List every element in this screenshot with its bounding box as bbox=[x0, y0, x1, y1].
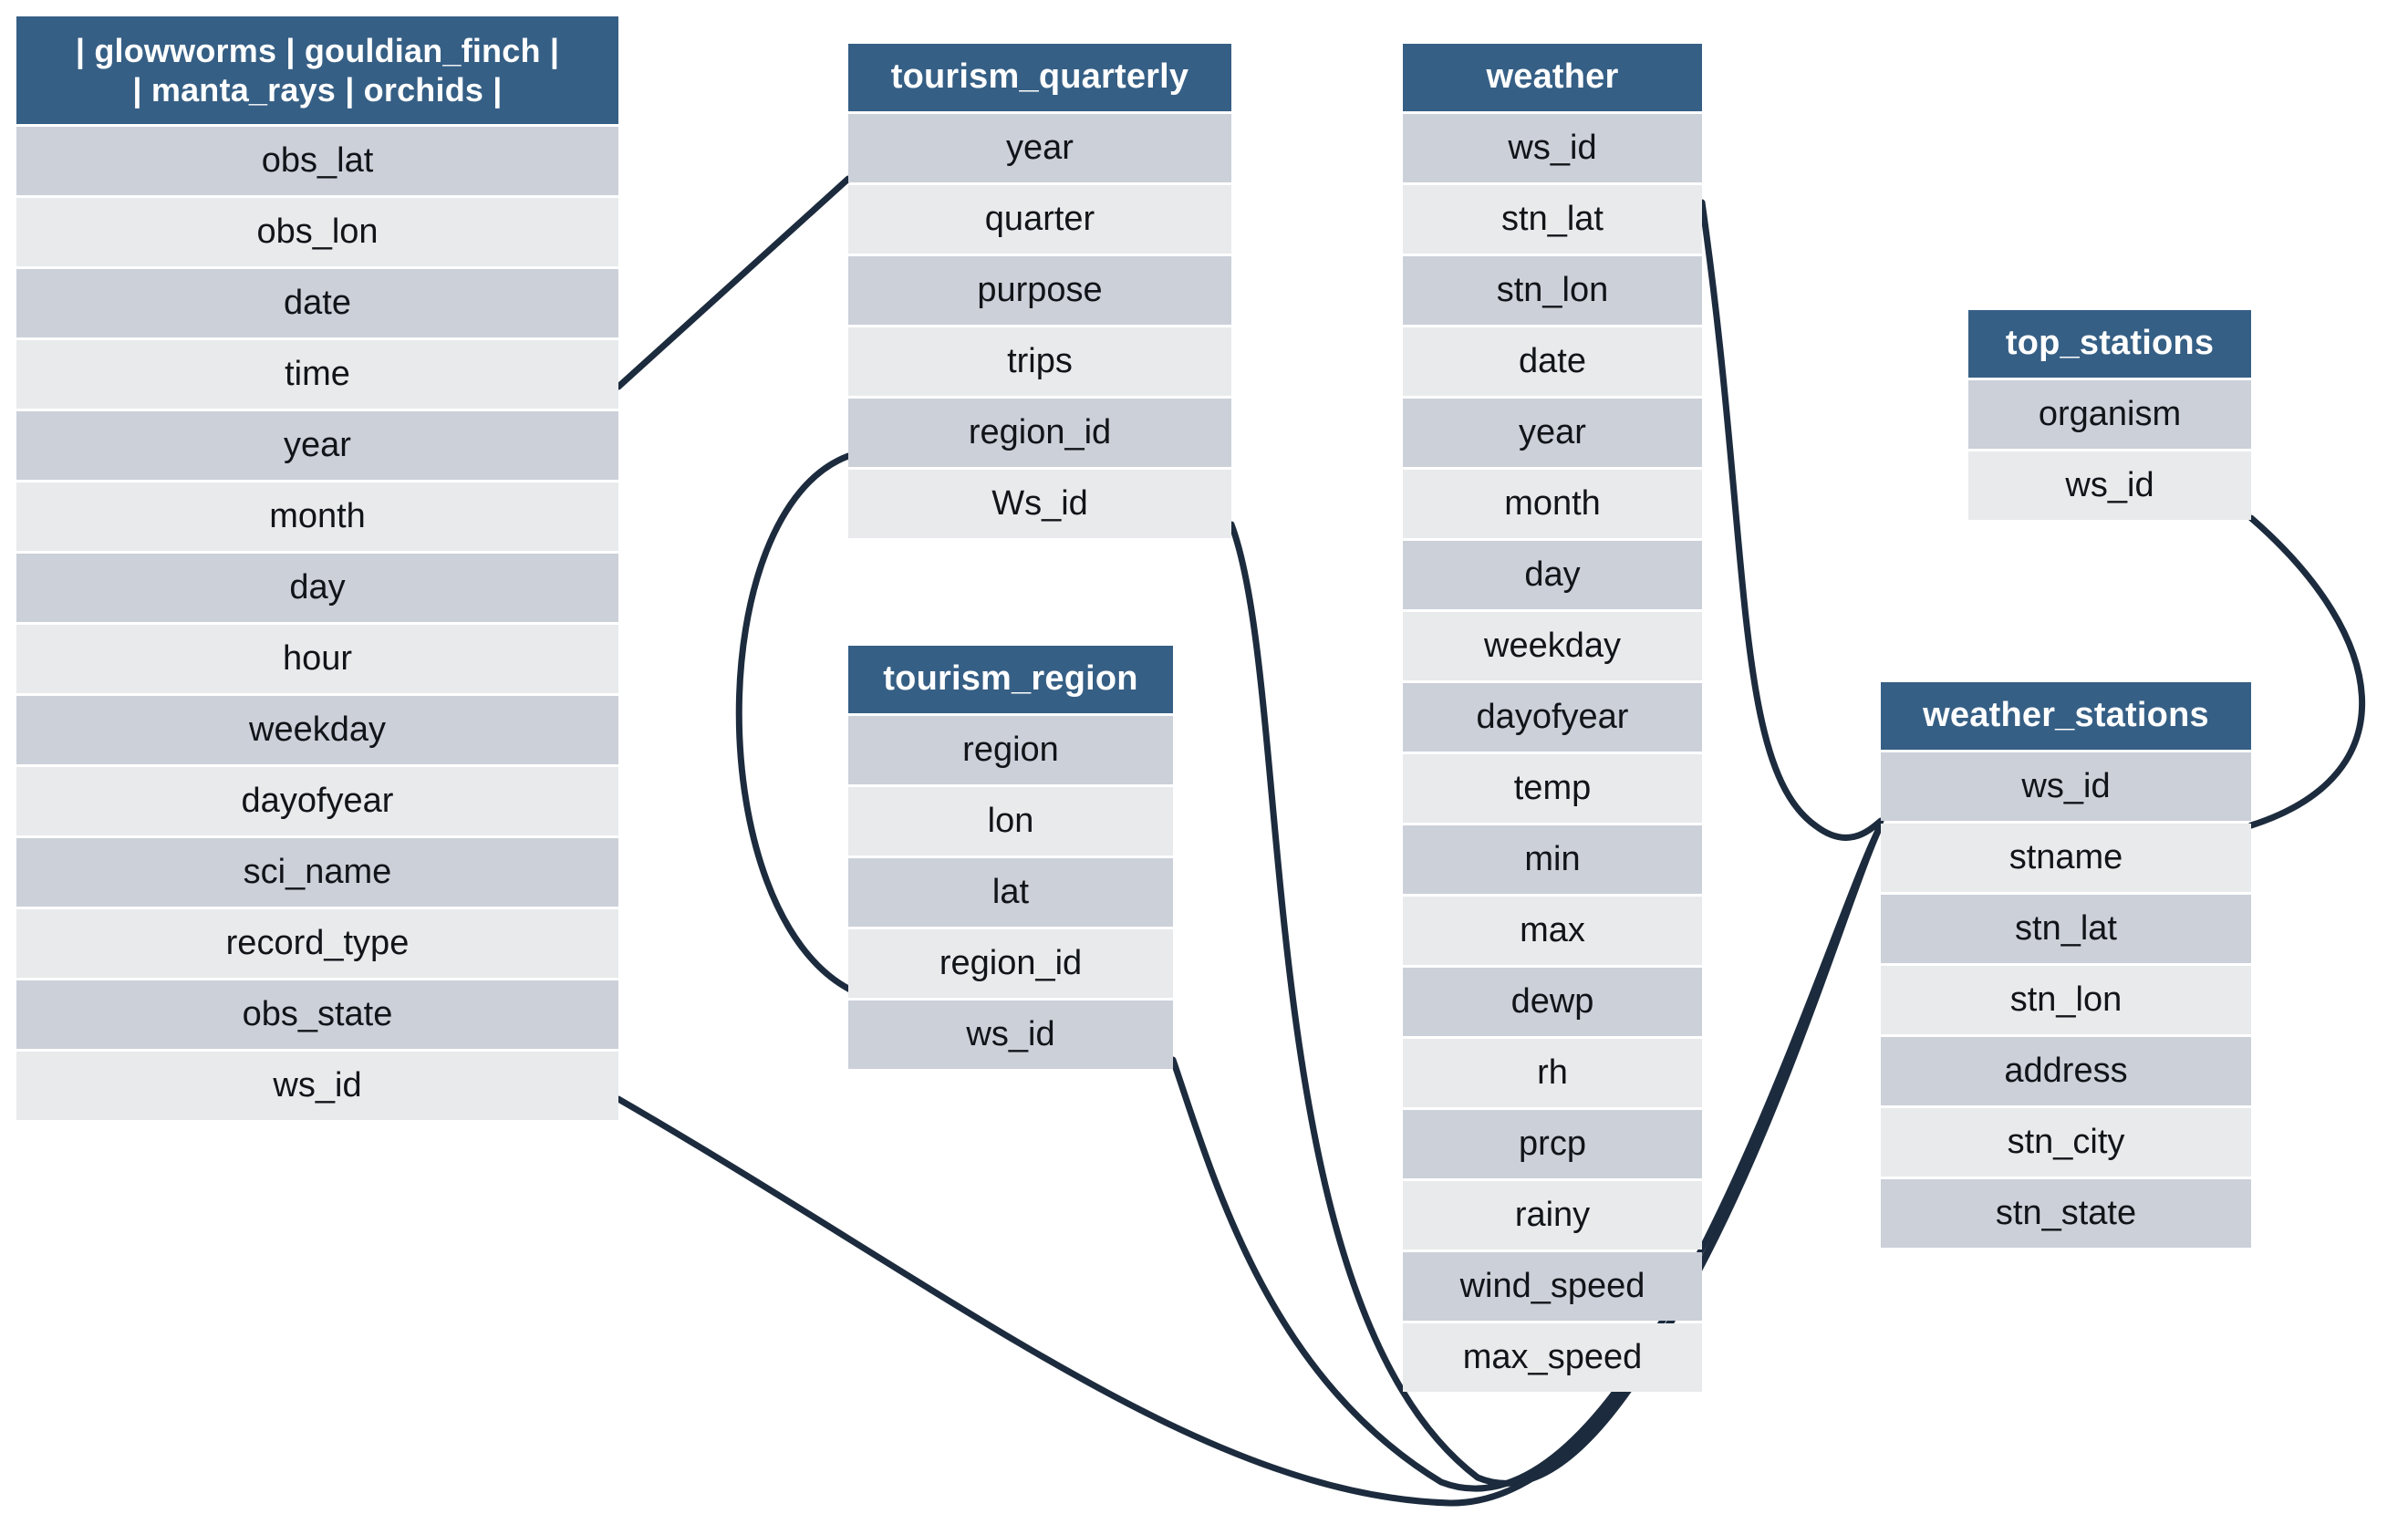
field-row[interactable]: temp bbox=[1403, 753, 1702, 823]
field-row[interactable]: year bbox=[848, 113, 1231, 182]
rel-quarterly-regionid-to-region-regionid bbox=[735, 452, 854, 993]
field-row[interactable]: time bbox=[16, 340, 618, 410]
field-row[interactable]: stname bbox=[1881, 823, 2251, 892]
rel-organisms-time-to-quarterly-year bbox=[615, 175, 852, 390]
field-row[interactable]: max bbox=[1403, 896, 1702, 965]
field-row[interactable]: stn_lon bbox=[1881, 965, 2251, 1034]
field-row[interactable]: hour bbox=[16, 625, 618, 694]
field-row[interactable]: region bbox=[848, 715, 1173, 784]
entity-header-line-1: | glowworms | gouldian_finch | bbox=[75, 32, 560, 69]
field-row[interactable]: obs_lat bbox=[16, 127, 618, 196]
entity-header-weather: weather bbox=[1403, 44, 1702, 111]
field-row[interactable]: stn_state bbox=[1881, 1178, 2251, 1248]
field-row[interactable]: dayofyear bbox=[16, 767, 618, 836]
field-row[interactable]: date bbox=[16, 269, 618, 338]
field-row[interactable]: stn_lat bbox=[1881, 894, 2251, 963]
field-row[interactable]: obs_lon bbox=[16, 198, 618, 267]
field-row[interactable]: quarter bbox=[848, 184, 1231, 254]
field-row[interactable]: trips bbox=[848, 327, 1231, 396]
field-row[interactable]: wind_speed bbox=[1403, 1251, 1702, 1321]
field-row[interactable]: sci_name bbox=[16, 838, 618, 907]
field-row[interactable]: weekday bbox=[1403, 611, 1702, 680]
field-row[interactable]: month bbox=[1403, 469, 1702, 538]
field-row[interactable]: Ws_id bbox=[848, 469, 1231, 538]
field-row[interactable]: ws_id bbox=[1881, 752, 2251, 821]
field-row[interactable]: ws_id bbox=[848, 1000, 1173, 1069]
field-row[interactable]: date bbox=[1403, 327, 1702, 396]
field-row[interactable]: year bbox=[1403, 398, 1702, 467]
field-row[interactable]: lat bbox=[848, 857, 1173, 927]
field-row[interactable]: ws_id bbox=[1968, 451, 2251, 520]
field-row[interactable]: ws_id bbox=[16, 1052, 618, 1121]
field-row[interactable]: weekday bbox=[16, 696, 618, 765]
field-row[interactable]: region_id bbox=[848, 398, 1231, 467]
field-row[interactable]: obs_state bbox=[16, 980, 618, 1050]
field-row[interactable]: organism bbox=[1968, 379, 2251, 449]
field-row[interactable]: rh bbox=[1403, 1038, 1702, 1107]
field-row[interactable]: min bbox=[1403, 824, 1702, 894]
entity-header-line-2: | manta_rays | orchids | bbox=[132, 71, 503, 109]
entity-header-tourism_quarterly: tourism_quarterly bbox=[848, 44, 1231, 111]
field-row[interactable]: year bbox=[16, 411, 618, 481]
field-row[interactable]: purpose bbox=[848, 255, 1231, 325]
field-row[interactable]: ws_id bbox=[1403, 113, 1702, 182]
entity-header-tourism_region: tourism_region bbox=[848, 646, 1173, 713]
field-row[interactable]: dewp bbox=[1403, 967, 1702, 1036]
field-row[interactable]: record_type bbox=[16, 909, 618, 979]
entity-header-organisms: | glowworms | gouldian_finch || manta_ra… bbox=[16, 16, 618, 125]
field-row[interactable]: address bbox=[1881, 1036, 2251, 1105]
field-row[interactable]: stn_city bbox=[1881, 1107, 2251, 1177]
field-row[interactable]: max_speed bbox=[1403, 1322, 1702, 1392]
field-row[interactable]: prcp bbox=[1403, 1109, 1702, 1178]
rel-weather-wsid-to-weather-stations-wsid bbox=[1698, 199, 1884, 841]
field-row[interactable]: stn_lon bbox=[1403, 255, 1702, 325]
entity-table-organisms[interactable]: | glowworms | gouldian_finch || manta_ra… bbox=[16, 16, 618, 1121]
field-row[interactable]: rainy bbox=[1403, 1180, 1702, 1250]
field-row[interactable]: dayofyear bbox=[1403, 682, 1702, 752]
field-row[interactable]: day bbox=[1403, 540, 1702, 609]
entity-header-weather_stations: weather_stations bbox=[1881, 682, 2251, 750]
field-row[interactable]: month bbox=[16, 482, 618, 552]
field-row[interactable]: lon bbox=[848, 786, 1173, 856]
field-row[interactable]: stn_lat bbox=[1403, 184, 1702, 254]
rel-top-stations-wsid-to-weather-stations-wsid bbox=[2247, 514, 2365, 829]
entity-header-top_stations: top_stations bbox=[1968, 310, 2251, 378]
field-row[interactable]: day bbox=[16, 554, 618, 623]
field-row[interactable]: region_id bbox=[848, 928, 1173, 998]
